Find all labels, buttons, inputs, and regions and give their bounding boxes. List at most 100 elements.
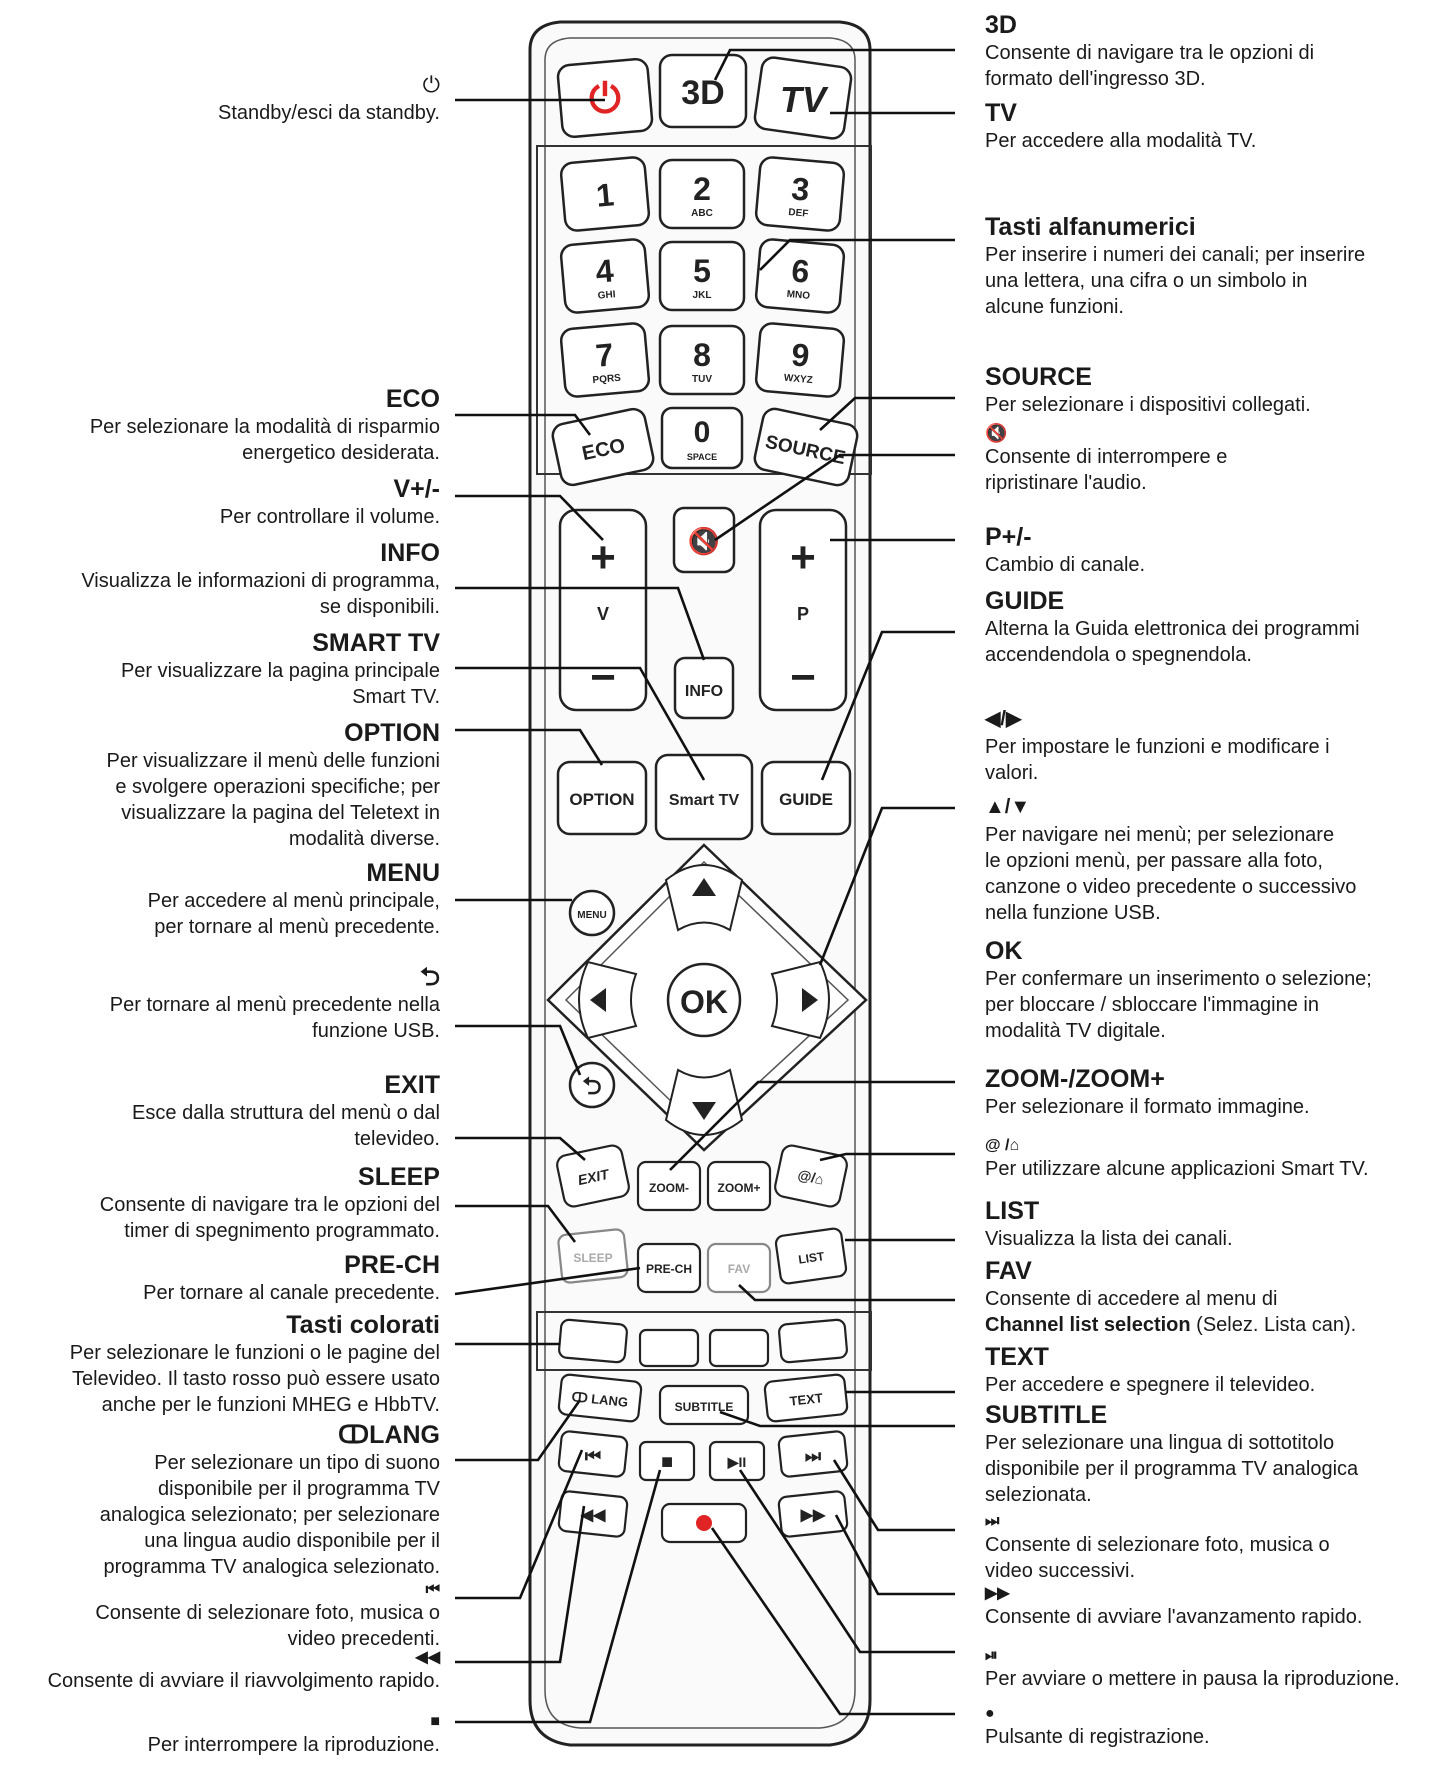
label-back: ⮌ Per tornare al menù precedente nella f… [20, 962, 440, 1044]
label-title: SLEEP [358, 1163, 440, 1191]
source-button[interactable]: SOURCE [753, 407, 860, 488]
label-list: LIST Visualizza la lista dei canali. [985, 1196, 1425, 1252]
next-button[interactable]: ⏭ [777, 1430, 849, 1478]
text-button[interactable]: TEXT [763, 1373, 849, 1423]
yellow-key [708, 1328, 770, 1368]
power-icon: ⏻ [422, 72, 440, 97]
label-mute: 🔇 Consente di interrompere e ripristinar… [985, 422, 1425, 496]
label-desc: Per selezionare le funzioni o le pagine … [69, 1342, 440, 1416]
apps-button[interactable]: @/⌂ [773, 1144, 848, 1209]
label-title: ▲/▼ [985, 796, 1031, 818]
digit-1-button[interactable]: 1 [559, 156, 651, 232]
stop-button[interactable]: ■ [638, 1440, 696, 1482]
smart-tv-button[interactable]: Smart TV [654, 753, 754, 841]
label-play: ⏯ Per avviare o mettere in pausa la ripr… [985, 1646, 1425, 1692]
zero-button[interactable]: 0 SPACE [660, 406, 744, 470]
label-next: ⏭ Consente di selezionare foto, musica o… [985, 1512, 1425, 1584]
label-ud: ▲/▼ Per navigare nei menù; per seleziona… [985, 792, 1425, 926]
zoom-plus-button[interactable]: ZOOM+ [706, 1160, 772, 1212]
label-desc: Per accedere e spegnere il televideo. [985, 1374, 1316, 1396]
power-button[interactable]: ⏻ [556, 57, 654, 139]
back-button[interactable]: ⮌ [568, 1061, 616, 1109]
volume-rocker[interactable]: + V − [558, 508, 648, 712]
label-title: EXIT [384, 1071, 440, 1099]
label-text: TEXT Per accedere e spegnere il televide… [985, 1342, 1425, 1398]
label-info: INFO Visualizza le informazioni di progr… [20, 538, 440, 620]
prev-icon: ⏮ [425, 1581, 440, 1598]
navigation-pad[interactable]: OK [546, 843, 868, 1152]
svg-text:Smart TV: Smart TV [669, 792, 740, 809]
label-desc: Per selezionare un tipo di suono disponi… [99, 1452, 440, 1578]
svg-text:▶II: ▶II [727, 1454, 747, 1470]
label-title: ZOOM-/ZOOM+ [985, 1065, 1165, 1093]
svg-text:ↀ LANG: ↀ LANG [571, 1389, 629, 1410]
prev-button[interactable]: ⏮ [557, 1430, 629, 1478]
digits-frame [536, 145, 872, 475]
info-button[interactable]: INFO [673, 656, 735, 720]
play-pause-button[interactable]: ▶II [708, 1440, 766, 1482]
label-title: 3D [985, 11, 1017, 39]
tv-button[interactable]: TV [753, 56, 853, 140]
svg-text:EXIT: EXIT [576, 1166, 611, 1188]
program-rocker[interactable]: + P − [758, 508, 848, 712]
color-keys[interactable] [558, 1318, 848, 1368]
svg-text:PRE-CH: PRE-CH [646, 1262, 692, 1276]
digit-sublabel: TUV [692, 374, 712, 385]
stop-icon: ■ [430, 1713, 440, 1730]
list-button[interactable]: LIST [774, 1227, 848, 1285]
3d-button[interactable]: 3D [658, 53, 748, 129]
fast-forward-button[interactable]: ▶▶ [777, 1490, 849, 1538]
svg-text:SUBTITLE: SUBTITLE [675, 1400, 734, 1414]
label-source: SOURCE Per selezionare i dispositivi col… [985, 362, 1425, 418]
digit-label: 4 [594, 252, 615, 289]
label-title: TV [985, 99, 1017, 127]
zoom-minus-button[interactable]: ZOOM- [636, 1160, 702, 1212]
pre-ch-button[interactable]: PRE-CH [636, 1242, 702, 1294]
lang-button[interactable]: ↀ LANG [557, 1373, 643, 1423]
label-desc: Per selezionare la modalità di risparmio… [89, 416, 440, 464]
digit-label: 7 [594, 336, 615, 373]
record-button[interactable] [660, 1502, 748, 1544]
label-desc: Per interrompere la riproduzione. [147, 1734, 440, 1756]
exit-button[interactable]: EXIT [555, 1144, 630, 1209]
label-desc: Per utilizzare alcune applicazioni Smart… [985, 1158, 1369, 1180]
label-menu: MENU Per accedere al menù principale, pe… [20, 858, 440, 940]
guide-button[interactable]: GUIDE [760, 760, 852, 836]
fav-button[interactable]: FAV [706, 1242, 772, 1294]
label-title: ECO [385, 385, 440, 413]
label-title: Tasti colorati [286, 1311, 440, 1339]
svg-text:+: + [790, 533, 816, 582]
sleep-button[interactable]: SLEEP [557, 1228, 629, 1284]
mute-button[interactable]: 🔇 [672, 506, 736, 574]
digit-sublabel: PQRS [592, 373, 622, 386]
rewind-button[interactable]: ◀◀ [557, 1490, 629, 1538]
option-button[interactable]: OPTION [556, 760, 648, 836]
label-title: ↀLANG [338, 1421, 440, 1449]
label-3d: 3D Consente di navigare tra le opzioni d… [985, 10, 1425, 92]
label-tv: TV Per accedere alla modalità TV. [985, 98, 1425, 154]
blue-key [778, 1318, 848, 1364]
label-lang: ↀLANG Per selezionare un tipo di suono d… [20, 1420, 440, 1580]
label-prog: P+/- Cambio di canale. [985, 522, 1425, 578]
menu-button[interactable]: MENU [568, 889, 616, 937]
svg-text:FAV: FAV [728, 1262, 750, 1276]
label-desc: Per selezionare il formato immagine. [985, 1096, 1310, 1118]
eco-button[interactable]: ECO [551, 407, 656, 487]
label-title: LIST [985, 1197, 1040, 1225]
digit-sublabel: JKL [693, 290, 712, 301]
label-desc: Per accedere alla modalità TV. [985, 130, 1257, 152]
label-desc: Consente di interrompere e ripristinare … [985, 446, 1228, 494]
label-exit: EXIT Esce dalla struttura del menù o dal… [20, 1070, 440, 1152]
label-rec: ● Pulsante di registrazione. [985, 1704, 1425, 1750]
back-icon: ⮌ [419, 963, 440, 991]
svg-text:TV: TV [780, 79, 829, 120]
label-standby: ⏻ Standby/esci da standby. [20, 70, 440, 126]
